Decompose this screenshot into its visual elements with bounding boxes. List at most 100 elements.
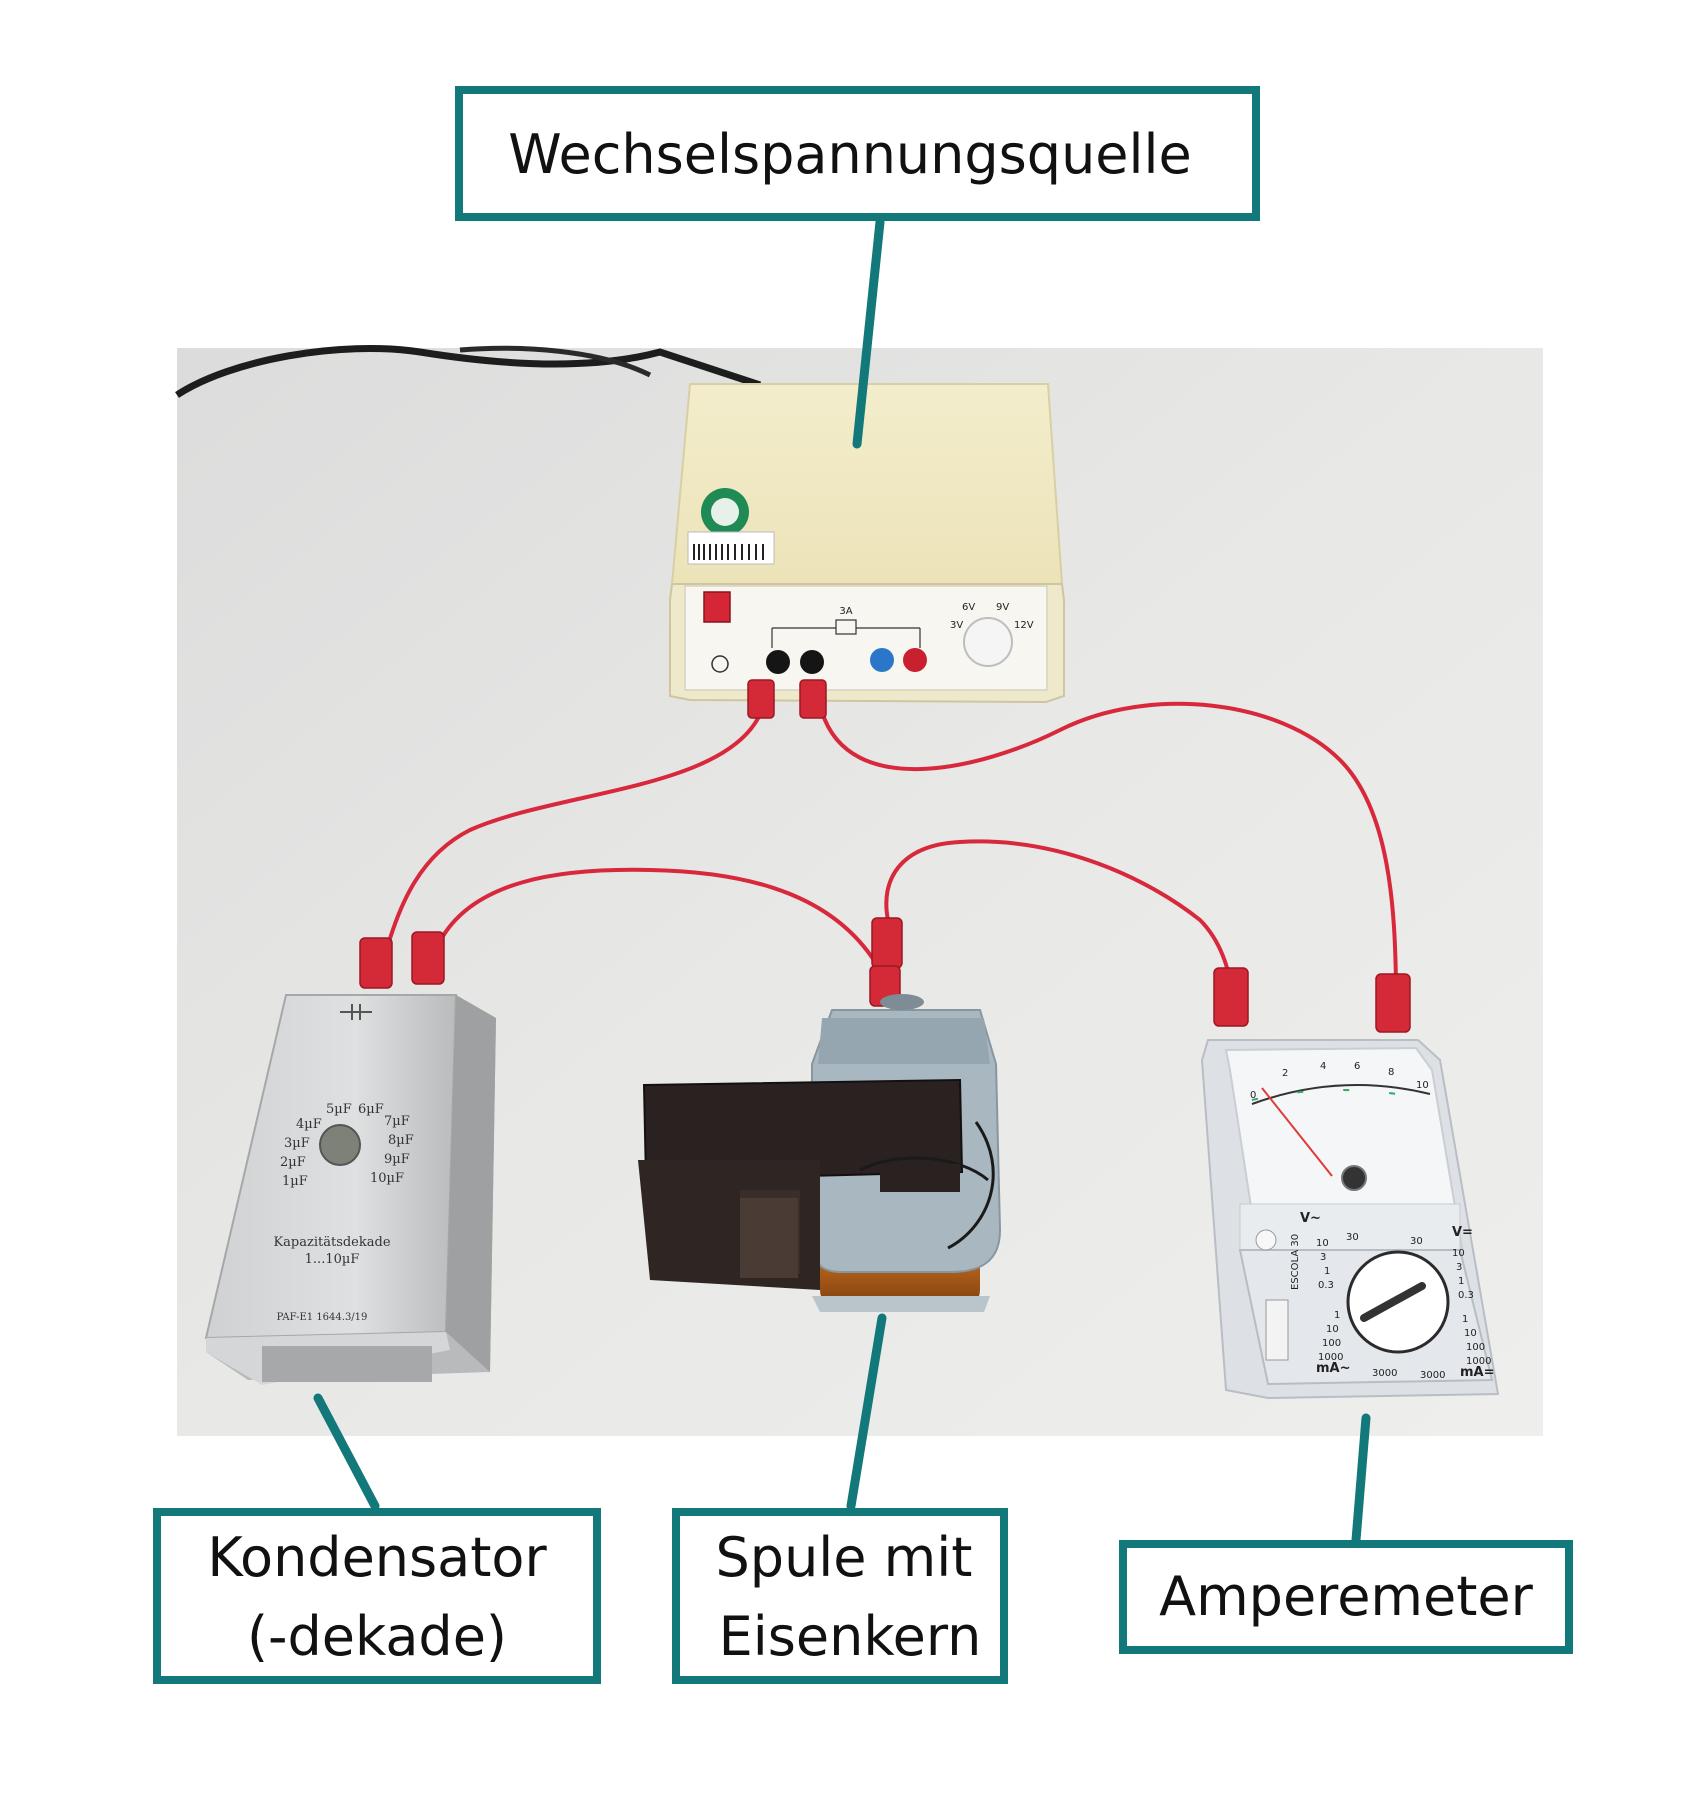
unit-v-ac: V~	[1300, 1211, 1321, 1226]
step-8uf: 8µF	[388, 1133, 414, 1148]
step-1uf: 1µF	[282, 1174, 308, 1189]
push-button[interactable]	[1255, 1229, 1277, 1251]
capacity-selector-knob[interactable]	[319, 1124, 361, 1166]
plug-ammeter-left	[1213, 967, 1249, 1027]
label-ammeter-text: Amperemeter	[1159, 1565, 1534, 1628]
v-dc-range-3: 3	[1456, 1262, 1462, 1273]
step-7uf: 7µF	[384, 1114, 410, 1129]
label-coil: Spule mit Eisenkern	[672, 1508, 1008, 1684]
wire-capacitor-to-coil	[436, 867, 882, 971]
zero-adjust-screw[interactable]	[1341, 1165, 1367, 1191]
wires	[386, 701, 1398, 989]
core-opening	[740, 1198, 798, 1278]
plug-capacitor-left	[359, 937, 393, 989]
setting-9v: 9V	[996, 602, 1009, 613]
label-ac-source: Wechselspannungsquelle	[455, 86, 1260, 221]
dc-socket-red[interactable]	[903, 648, 927, 672]
current-rating: 3A	[839, 606, 852, 617]
mains-cable-2	[459, 345, 652, 378]
step-3uf: 3µF	[284, 1136, 310, 1151]
wire-psu-to-ammeter	[820, 701, 1398, 986]
step-10uf: 10µF	[370, 1171, 404, 1186]
callout-line-ac-source	[852, 217, 885, 449]
step-2uf: 2µF	[280, 1155, 306, 1170]
step-4uf: 4µF	[296, 1117, 322, 1132]
mode-switch[interactable]	[1265, 1299, 1289, 1361]
dc-socket-blue[interactable]	[870, 648, 894, 672]
ma-ac-range-10: 10	[1326, 1324, 1339, 1335]
v-dc-range-10: 10	[1452, 1248, 1465, 1259]
coil-with-iron-core	[638, 994, 1002, 1312]
v-dc-range-03: 0.3	[1458, 1290, 1474, 1301]
callout-lines	[313, 217, 1371, 1545]
brand-label: ESCOLA 30	[1290, 1234, 1301, 1290]
scale-8: 8	[1388, 1067, 1394, 1078]
label-coil-line2: Eisenkern	[719, 1605, 982, 1668]
upper-30-right: 30	[1410, 1236, 1423, 1247]
capacitor-decade: 1µF 2µF 3µF 4µF 5µF 6µF 7µF 8µF 9µF 10µF…	[204, 994, 496, 1385]
ma-dc-range-1: 1	[1462, 1314, 1468, 1325]
step-6uf: 6µF	[358, 1102, 384, 1117]
ma-ac-range-1: 1	[1334, 1310, 1340, 1321]
ma-ac-range-1000: 1000	[1318, 1352, 1343, 1363]
label-coil-line1: Spule mit	[716, 1526, 973, 1589]
plug-psu-left	[747, 679, 775, 719]
power-switch[interactable]	[703, 591, 731, 623]
scale-6: 6	[1354, 1061, 1360, 1072]
ac-socket-left[interactable]	[766, 650, 790, 674]
setting-12v: 12V	[1014, 620, 1034, 631]
unit-v-dc: V=	[1452, 1225, 1473, 1240]
callout-line-coil	[846, 1313, 887, 1511]
capacitor-device-model: PAF-E1 1644.3/19	[277, 1312, 368, 1323]
wire-coil-to-ammeter	[884, 839, 1234, 989]
label-ammeter: Amperemeter	[1119, 1540, 1573, 1654]
bottom-3000-left: 3000	[1372, 1368, 1397, 1379]
ac-power-supply: 3A 3V 6V 9V 12V	[669, 383, 1065, 704]
setting-3v: 3V	[950, 620, 963, 631]
ma-dc-range-1000: 1000	[1466, 1356, 1491, 1367]
label-capacitor: Kondensator (-dekade)	[153, 1508, 601, 1684]
callout-line-capacitor	[313, 1393, 380, 1511]
ma-dc-range-10: 10	[1464, 1328, 1477, 1339]
plug-coil-top	[871, 917, 903, 969]
plug-psu-right	[799, 679, 827, 719]
step-9uf: 9µF	[384, 1152, 410, 1167]
iron-core-top	[642, 1078, 964, 1182]
upper-30-left: 30	[1346, 1232, 1359, 1243]
meter-needle	[1261, 1087, 1333, 1177]
scale-0: 0	[1250, 1090, 1256, 1101]
scale-2: 2	[1282, 1068, 1288, 1079]
v-dc-range-1: 1	[1458, 1276, 1464, 1287]
label-capacitor-line2: (-dekade)	[247, 1605, 507, 1668]
plugs	[359, 679, 1411, 1033]
plug-ammeter-right	[1375, 973, 1411, 1033]
callout-line-ammeter	[1351, 1413, 1371, 1545]
unit-ma-dc: mA=	[1460, 1365, 1495, 1380]
label-capacitor-line1: Kondensator	[207, 1526, 547, 1589]
ac-socket-right[interactable]	[800, 650, 824, 674]
unit-ma-ac: mA~	[1316, 1361, 1351, 1376]
wire-psu-to-capacitor	[386, 709, 764, 946]
voltage-knob[interactable]	[963, 617, 1013, 667]
capacitor-device-name: Kapazitätsdekade	[273, 1235, 390, 1250]
plug-capacitor-right	[411, 931, 445, 985]
ma-dc-range-100: 100	[1466, 1342, 1485, 1353]
coil-bobbin-top	[818, 1018, 990, 1064]
ammeter-device: 0 2 4 6 8 10 ESCOLA 30 V~ V= mA~ mA= 30 …	[1200, 1039, 1500, 1400]
scale-10: 10	[1416, 1080, 1429, 1091]
v-ac-range-03: 0.3	[1318, 1280, 1334, 1291]
capacitor-device-range: 1...10µF	[305, 1252, 360, 1267]
scale-4: 4	[1320, 1061, 1326, 1072]
label-ac-source-text: Wechselspannungsquelle	[508, 123, 1192, 186]
bottom-3000-right: 3000	[1420, 1370, 1445, 1381]
setting-6v: 6V	[962, 602, 975, 613]
ma-ac-range-100: 100	[1322, 1338, 1341, 1349]
v-ac-range-10: 10	[1316, 1238, 1329, 1249]
meter-scale-arc	[1251, 1084, 1431, 1105]
v-ac-range-1: 1	[1324, 1266, 1330, 1277]
step-5uf: 5µF	[326, 1102, 352, 1117]
ground-symbol	[711, 655, 729, 673]
barcode-label	[687, 531, 775, 565]
v-ac-range-3: 3	[1320, 1252, 1326, 1263]
